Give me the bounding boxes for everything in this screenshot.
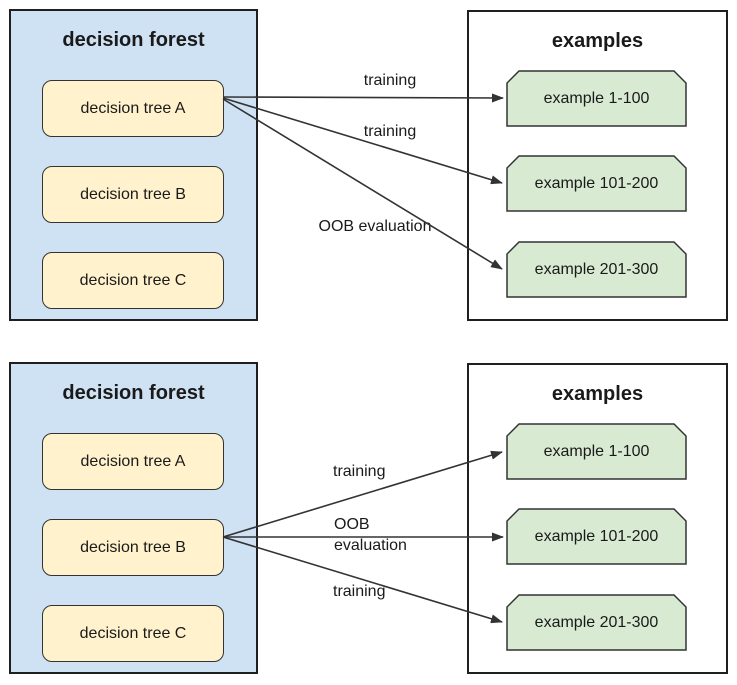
- decision-forest-box: decision forest decision tree A decision…: [9, 9, 258, 321]
- arrow-label-training-2: training: [363, 123, 417, 140]
- arrow-label-training-2: training: [333, 583, 386, 600]
- example-node-label: example 201-300: [534, 260, 659, 278]
- example-node-201-300: example 201-300: [506, 241, 687, 298]
- tree-node-c: decision tree C: [42, 252, 224, 309]
- card-shape: [506, 70, 687, 127]
- decision-forest-box: decision forest decision tree A decision…: [9, 362, 258, 674]
- example-node-label: example 101-200: [534, 174, 659, 192]
- tree-node-b: decision tree B: [42, 519, 224, 576]
- examples-title: examples: [551, 30, 644, 52]
- examples-title: examples: [551, 383, 644, 405]
- example-node-201-300: example 201-300: [506, 594, 687, 651]
- decision-forest-title: decision forest: [62, 29, 205, 51]
- example-node-1-100: example 1-100: [506, 70, 687, 127]
- tree-node-c: decision tree C: [42, 605, 224, 662]
- tree-node-b: decision tree B: [42, 166, 224, 223]
- example-node-label: example 101-200: [534, 527, 659, 545]
- example-node-label: example 1-100: [543, 442, 650, 460]
- arrow-label-training-1: training: [363, 72, 417, 89]
- arrow-label-oob-evaluation: OOB evaluation: [318, 218, 432, 235]
- decision-forest-title: decision forest: [62, 382, 205, 404]
- diagram-tree-a-sampling: decision forest decision tree A decision…: [0, 0, 737, 332]
- card-shape: [506, 155, 687, 212]
- example-node-label: example 1-100: [543, 89, 650, 107]
- tree-node-label: decision tree B: [80, 538, 186, 556]
- tree-node-label: decision tree C: [79, 271, 187, 289]
- tree-node-label: decision tree C: [79, 624, 187, 642]
- tree-node-label: decision tree A: [80, 99, 186, 117]
- arrow-label-training-1: training: [333, 463, 386, 480]
- example-node-101-200: example 101-200: [506, 508, 687, 565]
- arrow-label-oob-evaluation: OOB evaluation: [334, 516, 407, 554]
- example-node-label: example 201-300: [534, 613, 659, 631]
- tree-node-a: decision tree A: [42, 80, 224, 137]
- card-shape: [506, 241, 687, 298]
- diagram-tree-b-sampling: decision forest decision tree A decision…: [0, 353, 737, 685]
- card-shape: [506, 423, 687, 480]
- example-node-1-100: example 1-100: [506, 423, 687, 480]
- card-shape: [506, 508, 687, 565]
- tree-node-label: decision tree B: [80, 185, 186, 203]
- tree-node-label: decision tree A: [80, 452, 186, 470]
- example-node-101-200: example 101-200: [506, 155, 687, 212]
- tree-node-a: decision tree A: [42, 433, 224, 490]
- card-shape: [506, 594, 687, 651]
